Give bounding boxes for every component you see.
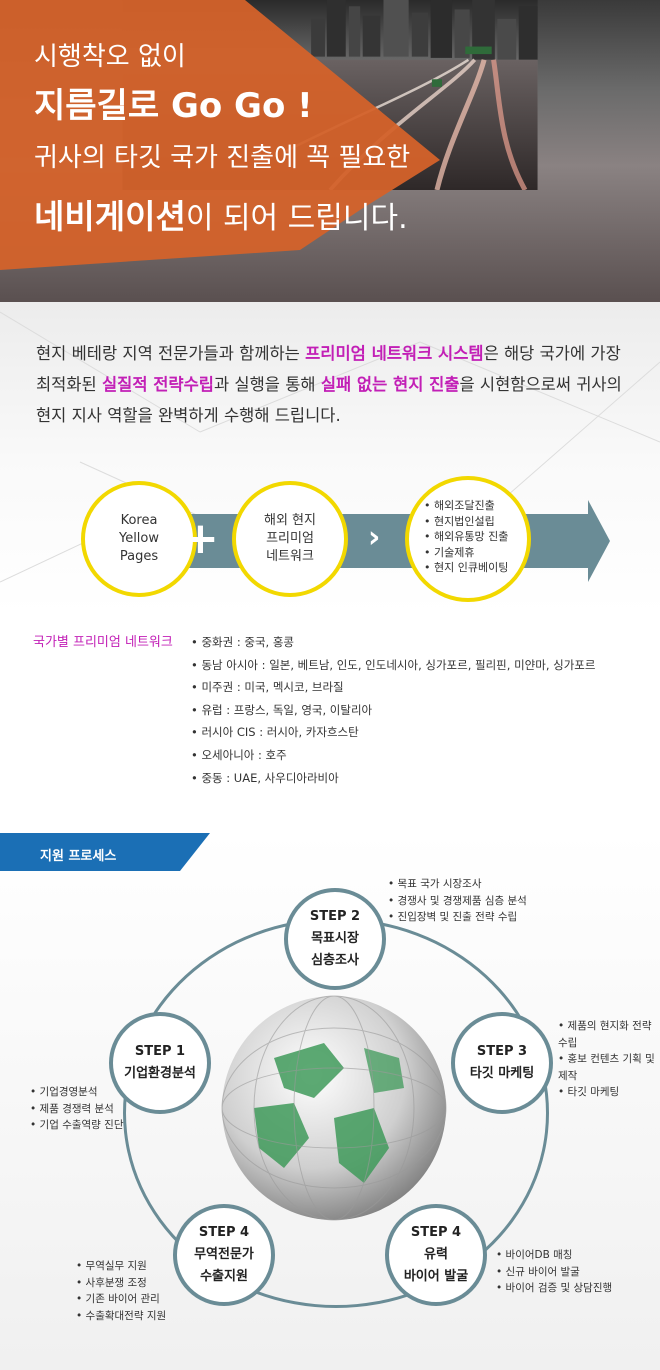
step4-buyer-list: 바이어DB 매칭 신규 바이어 발굴 바이어 검증 및 상담진행 [496, 1247, 613, 1297]
list-item: 미주권 : 미국, 멕시코, 브라질 [191, 676, 595, 699]
list-item: 제품 경쟁력 분석 [30, 1101, 124, 1118]
list-item: 기업경영분석 [30, 1084, 124, 1101]
circle-korea-yellow-pages: Korea Yellow Pages [81, 481, 197, 597]
step1-list: 기업경영분석 제품 경쟁력 분석 기업 수출역량 진단 [30, 1084, 124, 1134]
list-item: 동남 아시아 : 일본, 베트남, 인도, 인도네시아, 싱가포르, 필리핀, … [191, 654, 595, 677]
step-title: 목표시장 [311, 931, 359, 946]
step-title: 유력 [424, 1247, 448, 1262]
services-list: 해외조달진출 현지법인설립 해외유통망 진출 기술제휴 현지 인큐베이팅 [424, 498, 508, 576]
intro-text-2: 은 해당 국가에 가장 최적화된 [36, 344, 621, 394]
hero-line4-rest: 이 되어 드립니다. [185, 201, 408, 236]
intro-text-4: 을 시현함으로써 귀사의 현지 지사 역할을 완벽하게 수행해 드립니다. [36, 375, 622, 425]
hero-banner: 시행착오 없이 지름길로 Go Go ! 귀사의 타깃 국가 진출에 꼭 필요한… [0, 0, 660, 302]
hero-headline: 지름길로 Go Go ! [34, 86, 313, 126]
step1-circle: STEP 1 기업환경분석 [109, 1012, 211, 1114]
list-item: 기존 바이어 관리 [76, 1291, 166, 1308]
step-title: 바이어 발굴 [403, 1269, 469, 1284]
step-title: 기업환경분석 [124, 1066, 196, 1081]
flow-arrowhead [588, 500, 610, 582]
network-list: 중화권 : 중국, 홍콩 동남 아시아 : 일본, 베트남, 인도, 인도네시아… [191, 631, 595, 789]
list-item: 바이어DB 매칭 [496, 1247, 612, 1264]
list-item: 목표 국가 시장조사 [388, 876, 527, 893]
step-title: 심층조사 [311, 953, 359, 968]
step-title: 타깃 마케팅 [469, 1066, 535, 1081]
list-item: 홍보 컨텐츠 기획 및 제작 [558, 1051, 658, 1084]
list-item: 기업 수출역량 진단 [30, 1117, 124, 1134]
orange-arrow-shape [0, 0, 440, 270]
intro-text-3: 과 실행을 통해 [213, 375, 321, 394]
circle-premium-network: 해외 현지 프리미엄 네트워크 [232, 481, 348, 597]
list-item: 오세아니아 : 호주 [191, 744, 595, 767]
circle2-line2: 프리미엄 [266, 531, 314, 546]
circle2-line3: 네트워크 [266, 549, 314, 564]
list-item: 신규 바이어 발굴 [496, 1264, 612, 1281]
list-item: 무역실무 지원 [76, 1258, 166, 1275]
chevron-right-icon: › [368, 520, 381, 555]
process-tab [0, 833, 210, 871]
list-item: 해외유통망 진출 [424, 529, 508, 545]
intro-highlight-2: 실질적 전략수립 [101, 375, 214, 394]
step-number: STEP 4 [410, 1225, 462, 1240]
step4-buyer-circle: STEP 4 유력 바이어 발굴 [385, 1204, 487, 1306]
hero-line4: 네비게이션이 되어 드립니다. [34, 190, 408, 238]
step2-circle: STEP 2 목표시장 심층조사 [284, 888, 386, 990]
globe-icon [221, 995, 447, 1221]
step3-list: 제품의 현지화 전략 수립 홍보 컨텐츠 기획 및 제작 타깃 마케팅 [558, 1018, 658, 1101]
step-title: 수출지원 [200, 1269, 248, 1284]
list-item: 바이어 검증 및 상담진행 [496, 1280, 613, 1297]
step4-trade-list: 무역실무 지원 사후분쟁 조정 기존 바이어 관리 수출확대전략 지원 [76, 1258, 167, 1325]
hero-line4-bold: 네비게이션 [34, 197, 186, 236]
step2-list: 목표 국가 시장조사 경쟁사 및 경쟁제품 심층 분석 진입장벽 및 진출 전략… [388, 876, 527, 926]
list-item: 경쟁사 및 경쟁제품 심층 분석 [388, 893, 527, 910]
intro-highlight-3: 실패 없는 현지 진출 [320, 375, 460, 394]
step-title: 무역전문가 [194, 1247, 254, 1262]
plus-icon: + [182, 513, 219, 564]
list-item: 현지법인설립 [424, 514, 508, 530]
circle2-line1: 해외 현지 [264, 513, 316, 528]
intro-text-1: 현지 베테랑 지역 전문가들과 함께하는 [36, 344, 306, 363]
list-item: 사후분쟁 조정 [76, 1275, 166, 1292]
list-item: 진입장벽 및 진출 전략 수립 [388, 909, 527, 926]
list-item: 수출확대전략 지원 [76, 1308, 167, 1325]
intro-paragraph: 현지 베테랑 지역 전문가들과 함께하는 프리미엄 네트워크 시스템은 해당 국… [36, 338, 636, 431]
list-item: 중화권 : 중국, 홍콩 [191, 631, 595, 654]
hero-line1: 시행착오 없이 [34, 42, 186, 72]
process-tab-label: 지원 프로세스 [40, 849, 117, 864]
list-item: 타깃 마케팅 [558, 1084, 658, 1101]
list-item: 현지 인큐베이팅 [424, 560, 508, 576]
list-item: 러시아 CIS : 러시아, 카자흐스탄 [191, 721, 595, 744]
list-item: 중동 : UAE, 사우디아라비아 [191, 767, 595, 790]
circle1-line3: Pages [119, 549, 159, 564]
list-item: 유럽 : 프랑스, 독일, 영국, 이탈리아 [191, 699, 595, 722]
list-item: 기술제휴 [424, 545, 508, 561]
step-number: STEP 2 [309, 909, 361, 924]
circle1-line2: Yellow [118, 531, 160, 546]
circle1-line1: Korea [120, 513, 158, 528]
list-item: 해외조달진출 [424, 498, 508, 514]
step3-circle: STEP 3 타깃 마케팅 [451, 1012, 553, 1114]
hero-line3: 귀사의 타깃 국가 진출에 꼭 필요한 [34, 143, 411, 173]
network-title: 국가별 프리미엄 네트워크 [33, 635, 173, 650]
step4-trade-circle: STEP 4 무역전문가 수출지원 [173, 1204, 275, 1306]
step-number: STEP 3 [476, 1044, 528, 1059]
step-number: STEP 1 [134, 1044, 186, 1059]
list-item: 제품의 현지화 전략 수립 [558, 1018, 658, 1051]
intro-highlight-1: 프리미엄 네트워크 시스템 [305, 344, 484, 363]
step-number: STEP 4 [198, 1225, 250, 1240]
